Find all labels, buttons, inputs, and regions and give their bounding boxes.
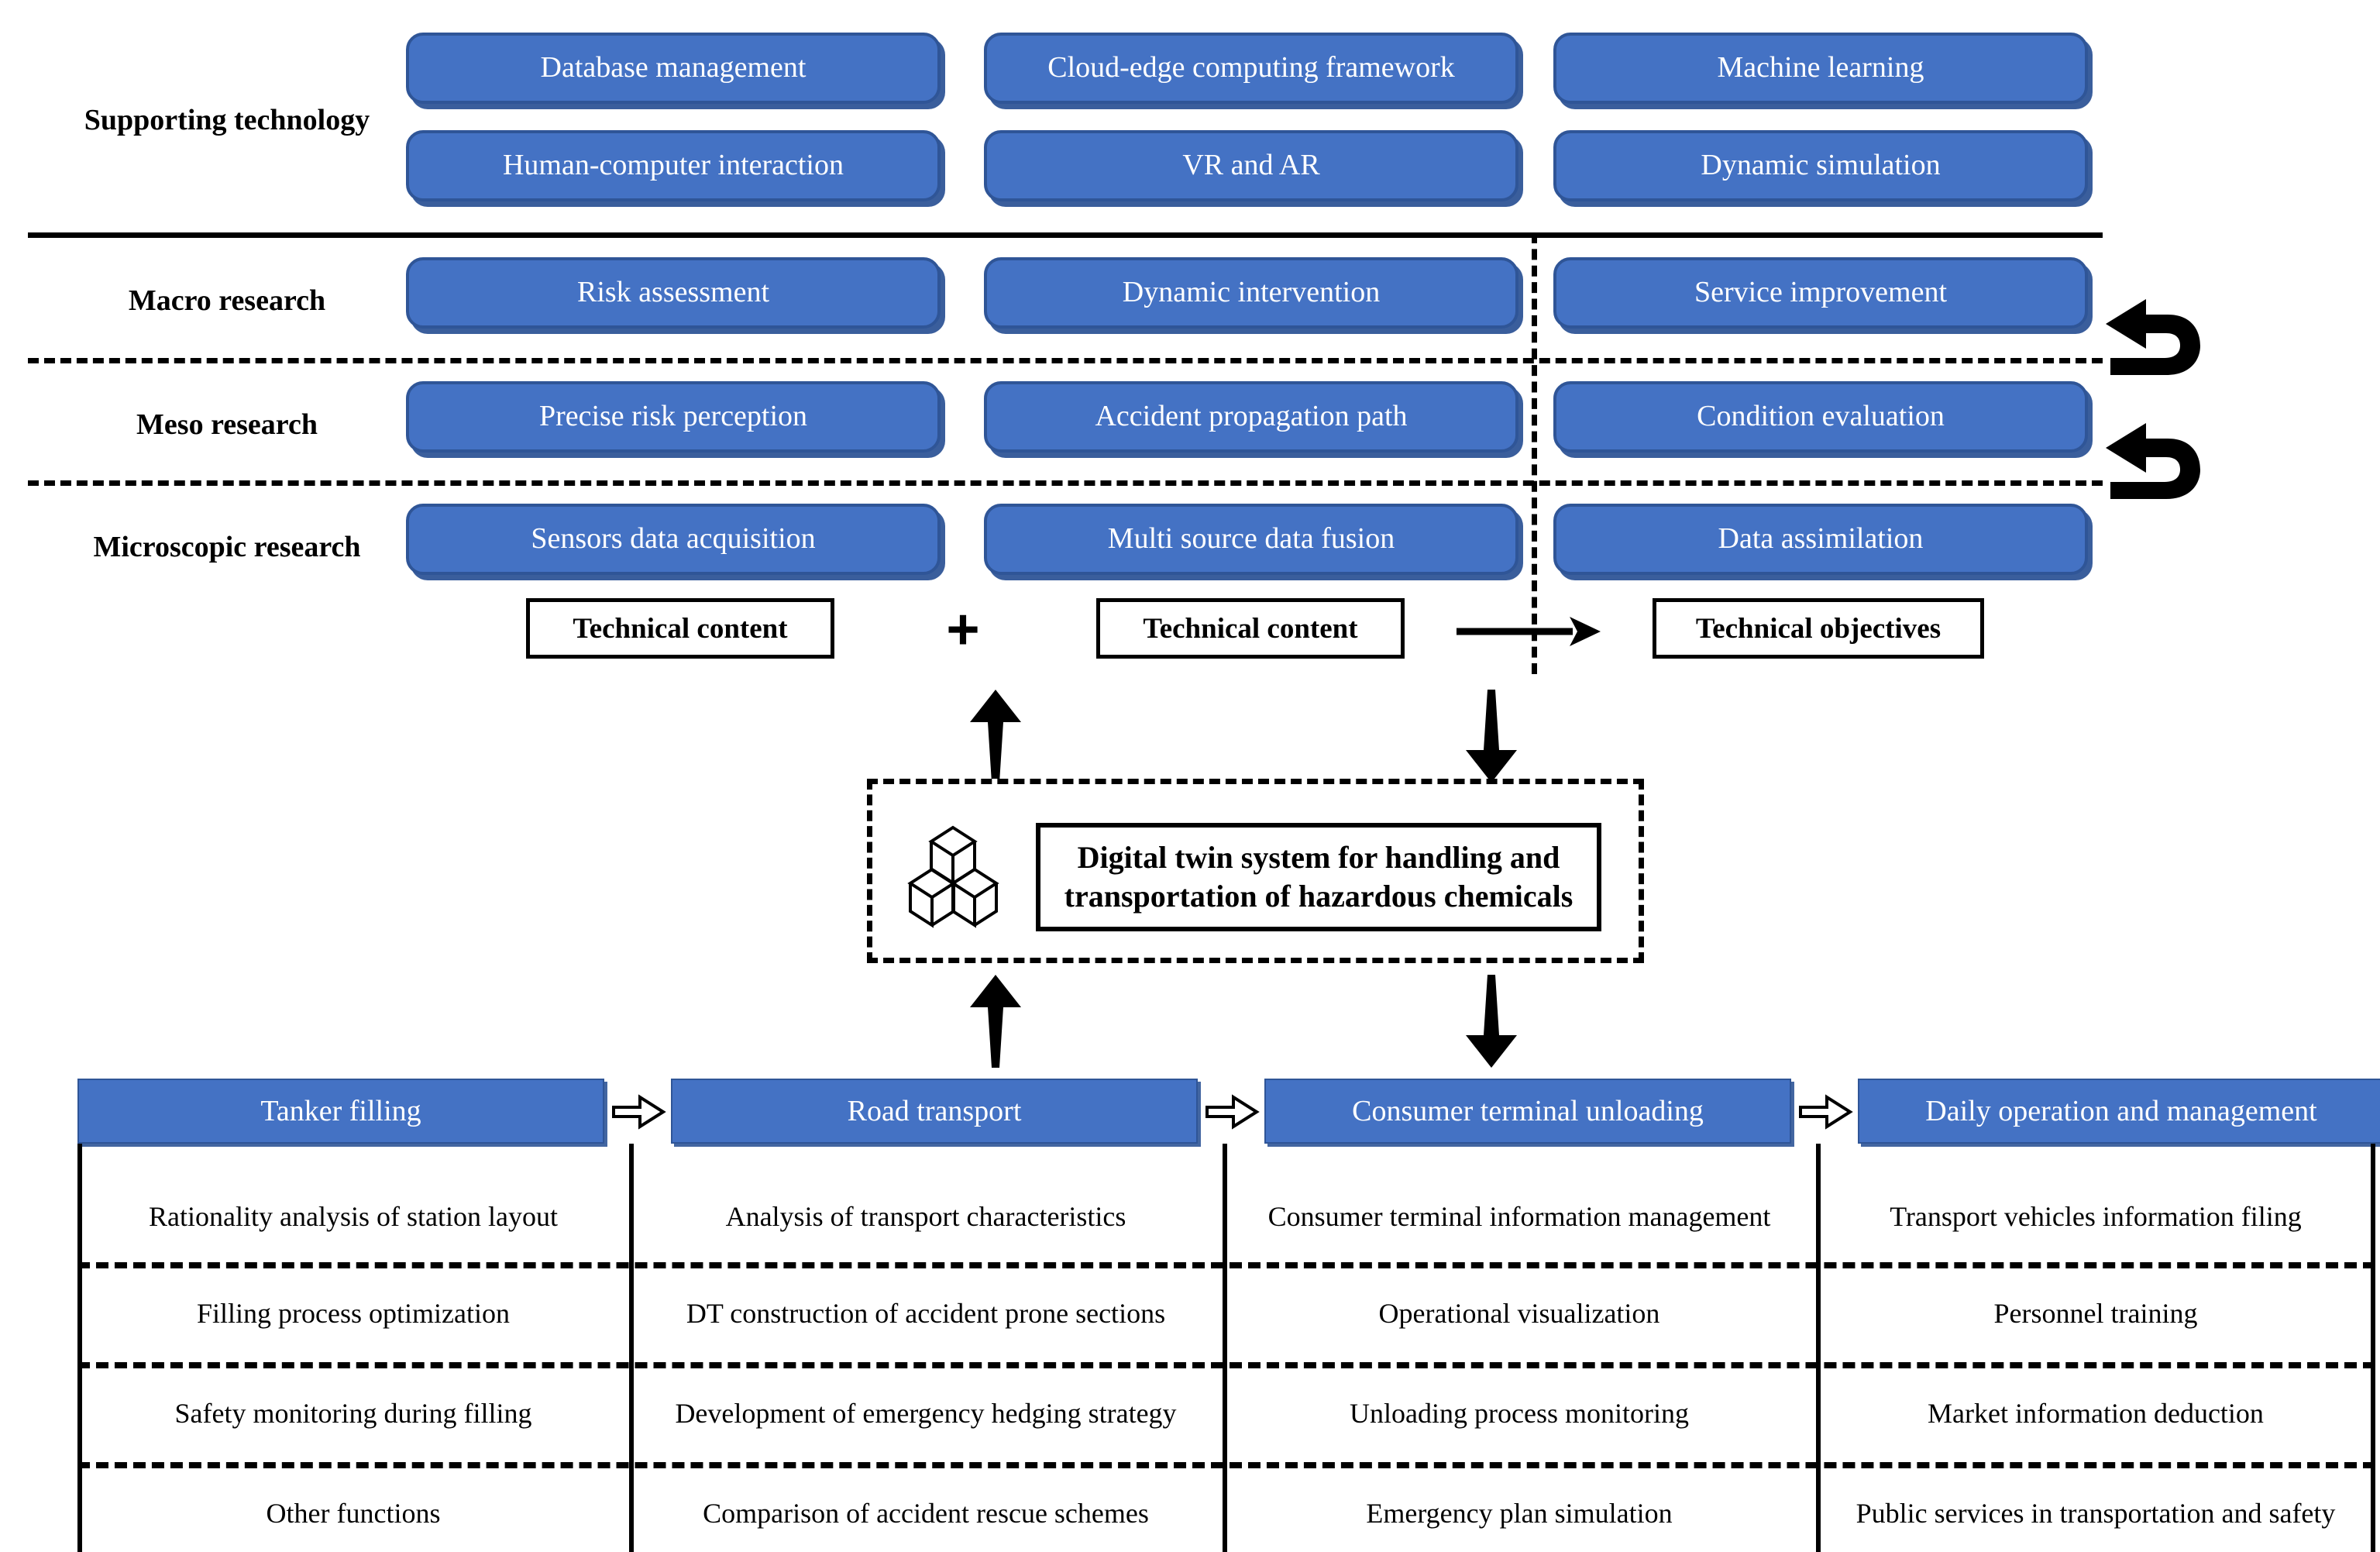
column-header-road-transport[interactable]: Road transport xyxy=(671,1079,1198,1144)
node-multi-source-data-fusion[interactable]: Multi source data fusion xyxy=(984,504,1518,575)
legend-technical-objectives: Technical objectives xyxy=(1653,598,1984,659)
plus-symbol: + xyxy=(946,597,980,662)
node-dynamic-intervention[interactable]: Dynamic intervention xyxy=(984,257,1518,329)
legend-technical-content-left: Technical content xyxy=(526,598,834,659)
arrow-unloading-to-daily-operation xyxy=(1799,1094,1853,1130)
node-sensors-data-acquisition[interactable]: Sensors data acquisition xyxy=(406,504,941,575)
node-accident-propagation-path[interactable]: Accident propagation path xyxy=(984,381,1518,453)
cell-c3-r4: Emergency plan simulation xyxy=(1366,1498,1673,1529)
bottom-row-separator-2 xyxy=(77,1362,2375,1368)
column-rule-5 xyxy=(2371,1144,2375,1552)
digital-twin-container: Digital twin system for handling and tra… xyxy=(867,779,1644,963)
divider-solid-supporting-technology xyxy=(28,232,2103,238)
row-label-macro-research: Macro research xyxy=(128,284,326,317)
node-machine-learning[interactable]: Machine learning xyxy=(1553,33,2088,104)
column-rule-1 xyxy=(77,1144,82,1552)
arrow-down-to-bottom-columns xyxy=(1464,975,1518,1068)
row-label-microscopic-research: Microscopic research xyxy=(93,531,361,563)
node-data-assimilation[interactable]: Data assimilation xyxy=(1553,504,2088,575)
node-condition-evaluation[interactable]: Condition evaluation xyxy=(1553,381,2088,453)
loop-arrow-macro xyxy=(2092,294,2208,395)
cell-c4-r1: Transport vehicles information filing xyxy=(1890,1201,2302,1232)
cell-c2-r3: Development of emergency hedging strateg… xyxy=(675,1398,1177,1429)
node-cloud-edge-computing-framework[interactable]: Cloud-edge computing framework xyxy=(984,33,1518,104)
arrow-up-to-dt-bottom xyxy=(968,975,1023,1068)
cell-c1-r3: Safety monitoring during filling xyxy=(174,1398,532,1429)
node-human-computer-interaction[interactable]: Human-computer interaction xyxy=(406,130,941,201)
cubes-icon xyxy=(906,821,1023,938)
arrow-up-to-matrix-left xyxy=(968,690,1023,783)
cell-c1-r4: Other functions xyxy=(266,1498,441,1529)
column-header-consumer-terminal-unloading[interactable]: Consumer terminal unloading xyxy=(1264,1079,1791,1144)
digital-twin-title-line2: transportation of hazardous chemicals xyxy=(1064,879,1573,914)
arrow-filling-to-transport xyxy=(612,1094,666,1130)
cell-c4-r3: Market information deduction xyxy=(1928,1398,2264,1429)
node-precise-risk-perception[interactable]: Precise risk perception xyxy=(406,381,941,453)
column-header-daily-operation-and-management[interactable]: Daily operation and management xyxy=(1858,1079,2380,1144)
cell-c2-r1: Analysis of transport characteristics xyxy=(725,1201,1126,1232)
divider-dashed-macro-meso xyxy=(28,358,2103,363)
bottom-row-separator-3 xyxy=(77,1462,2375,1468)
node-risk-assessment[interactable]: Risk assessment xyxy=(406,257,941,329)
arrow-down-to-dt-top xyxy=(1464,690,1518,783)
cell-c2-r2: DT construction of accident prone sectio… xyxy=(686,1298,1166,1329)
divider-dashed-meso-micro xyxy=(28,480,2103,486)
column-rule-2 xyxy=(629,1144,634,1552)
node-database-management[interactable]: Database management xyxy=(406,33,941,104)
arrow-right-to-objectives xyxy=(1457,612,1604,651)
cell-c2-r4: Comparison of accident rescue schemes xyxy=(703,1498,1149,1529)
node-service-improvement[interactable]: Service improvement xyxy=(1553,257,2088,329)
row-label-supporting-technology: Supporting technology xyxy=(84,104,370,136)
bottom-row-separator-1 xyxy=(77,1262,2375,1268)
cell-c3-r1: Consumer terminal information management xyxy=(1267,1201,1771,1232)
cell-c1-r2: Filling process optimization xyxy=(197,1298,510,1329)
cell-c1-r1: Rationality analysis of station layout xyxy=(149,1201,558,1232)
node-dynamic-simulation[interactable]: Dynamic simulation xyxy=(1553,130,2088,201)
cell-c4-r4: Public services in transportation and sa… xyxy=(1856,1498,2336,1529)
loop-arrow-meso xyxy=(2092,418,2208,519)
legend-technical-content-middle: Technical content xyxy=(1096,598,1405,659)
cell-c3-r2: Operational visualization xyxy=(1378,1298,1660,1329)
cell-c3-r3: Unloading process monitoring xyxy=(1350,1398,1689,1429)
column-header-tanker-filling[interactable]: Tanker filling xyxy=(77,1079,604,1144)
node-vr-and-ar[interactable]: VR and AR xyxy=(984,130,1518,201)
arrow-transport-to-unloading xyxy=(1205,1094,1260,1130)
column-rule-4 xyxy=(1816,1144,1821,1552)
divider-vertical-dashed-objectives xyxy=(1532,232,1537,674)
digital-twin-title-line1: Digital twin system for handling and xyxy=(1077,840,1560,875)
column-rule-3 xyxy=(1223,1144,1227,1552)
row-label-meso-research: Meso research xyxy=(136,408,318,441)
cell-c4-r2: Personnel training xyxy=(1993,1298,2198,1329)
digital-twin-title-box: Digital twin system for handling and tra… xyxy=(1036,823,1601,931)
